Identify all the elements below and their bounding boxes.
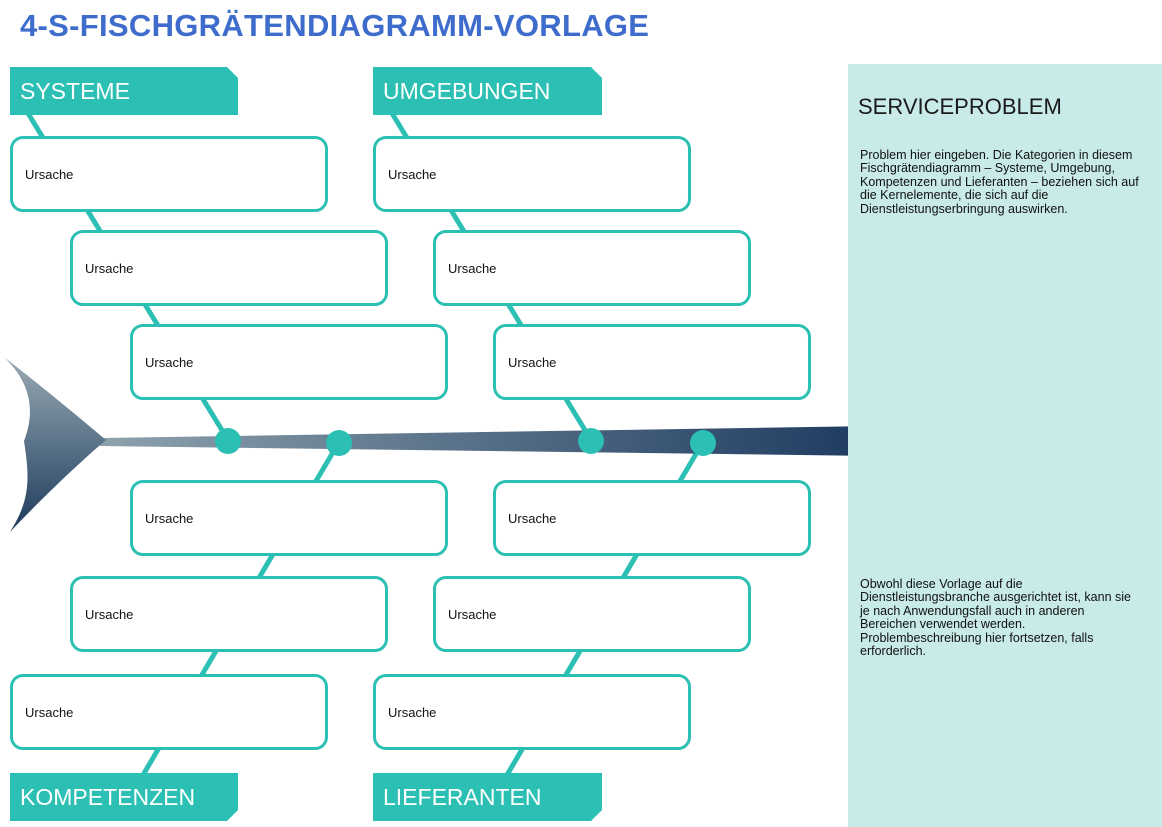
cause-box-environments-3[interactable]: Ursache	[493, 324, 811, 400]
cause-box-systems-1[interactable]: Ursache	[10, 136, 328, 212]
problem-heading: SERVICEPROBLEM	[858, 94, 1062, 119]
junction-dot-environments	[578, 428, 604, 454]
fish-spine	[100, 426, 875, 456]
category-suppliers: LIEFERANTEN	[373, 773, 602, 821]
cause-box-skills-1[interactable]: Ursache	[130, 480, 448, 556]
cause-box-suppliers-1[interactable]: Ursache	[493, 480, 811, 556]
junction-dot-systems	[215, 428, 241, 454]
cause-box-suppliers-2[interactable]: Ursache	[433, 576, 751, 652]
problem-description[interactable]: Problem hier eingeben. Die Kategorien in…	[860, 148, 1139, 216]
problem-note[interactable]: Obwohl diese Vorlage auf die Dienstleist…	[860, 577, 1131, 658]
cause-box-environments-2[interactable]: Ursache	[433, 230, 751, 306]
fish-tail-icon	[4, 357, 106, 532]
cause-box-environments-1[interactable]: Ursache	[373, 136, 691, 212]
category-environments: UMGEBUNGEN	[373, 67, 602, 115]
junction-dot-skills	[326, 430, 352, 456]
cause-box-systems-2[interactable]: Ursache	[70, 230, 388, 306]
cause-box-systems-3[interactable]: Ursache	[130, 324, 448, 400]
page-title: 4-S-FISCHGRÄTENDIAGRAMM-VORLAGE	[20, 8, 650, 43]
cause-box-skills-3[interactable]: Ursache	[10, 674, 328, 750]
category-skills: KOMPETENZEN	[10, 773, 238, 821]
junction-dots	[215, 428, 716, 456]
cause-box-skills-2[interactable]: Ursache	[70, 576, 388, 652]
junction-dot-suppliers	[690, 430, 716, 456]
cause-box-suppliers-3[interactable]: Ursache	[373, 674, 691, 750]
problem-panel	[848, 64, 1162, 827]
category-systems: SYSTEME	[10, 67, 238, 115]
